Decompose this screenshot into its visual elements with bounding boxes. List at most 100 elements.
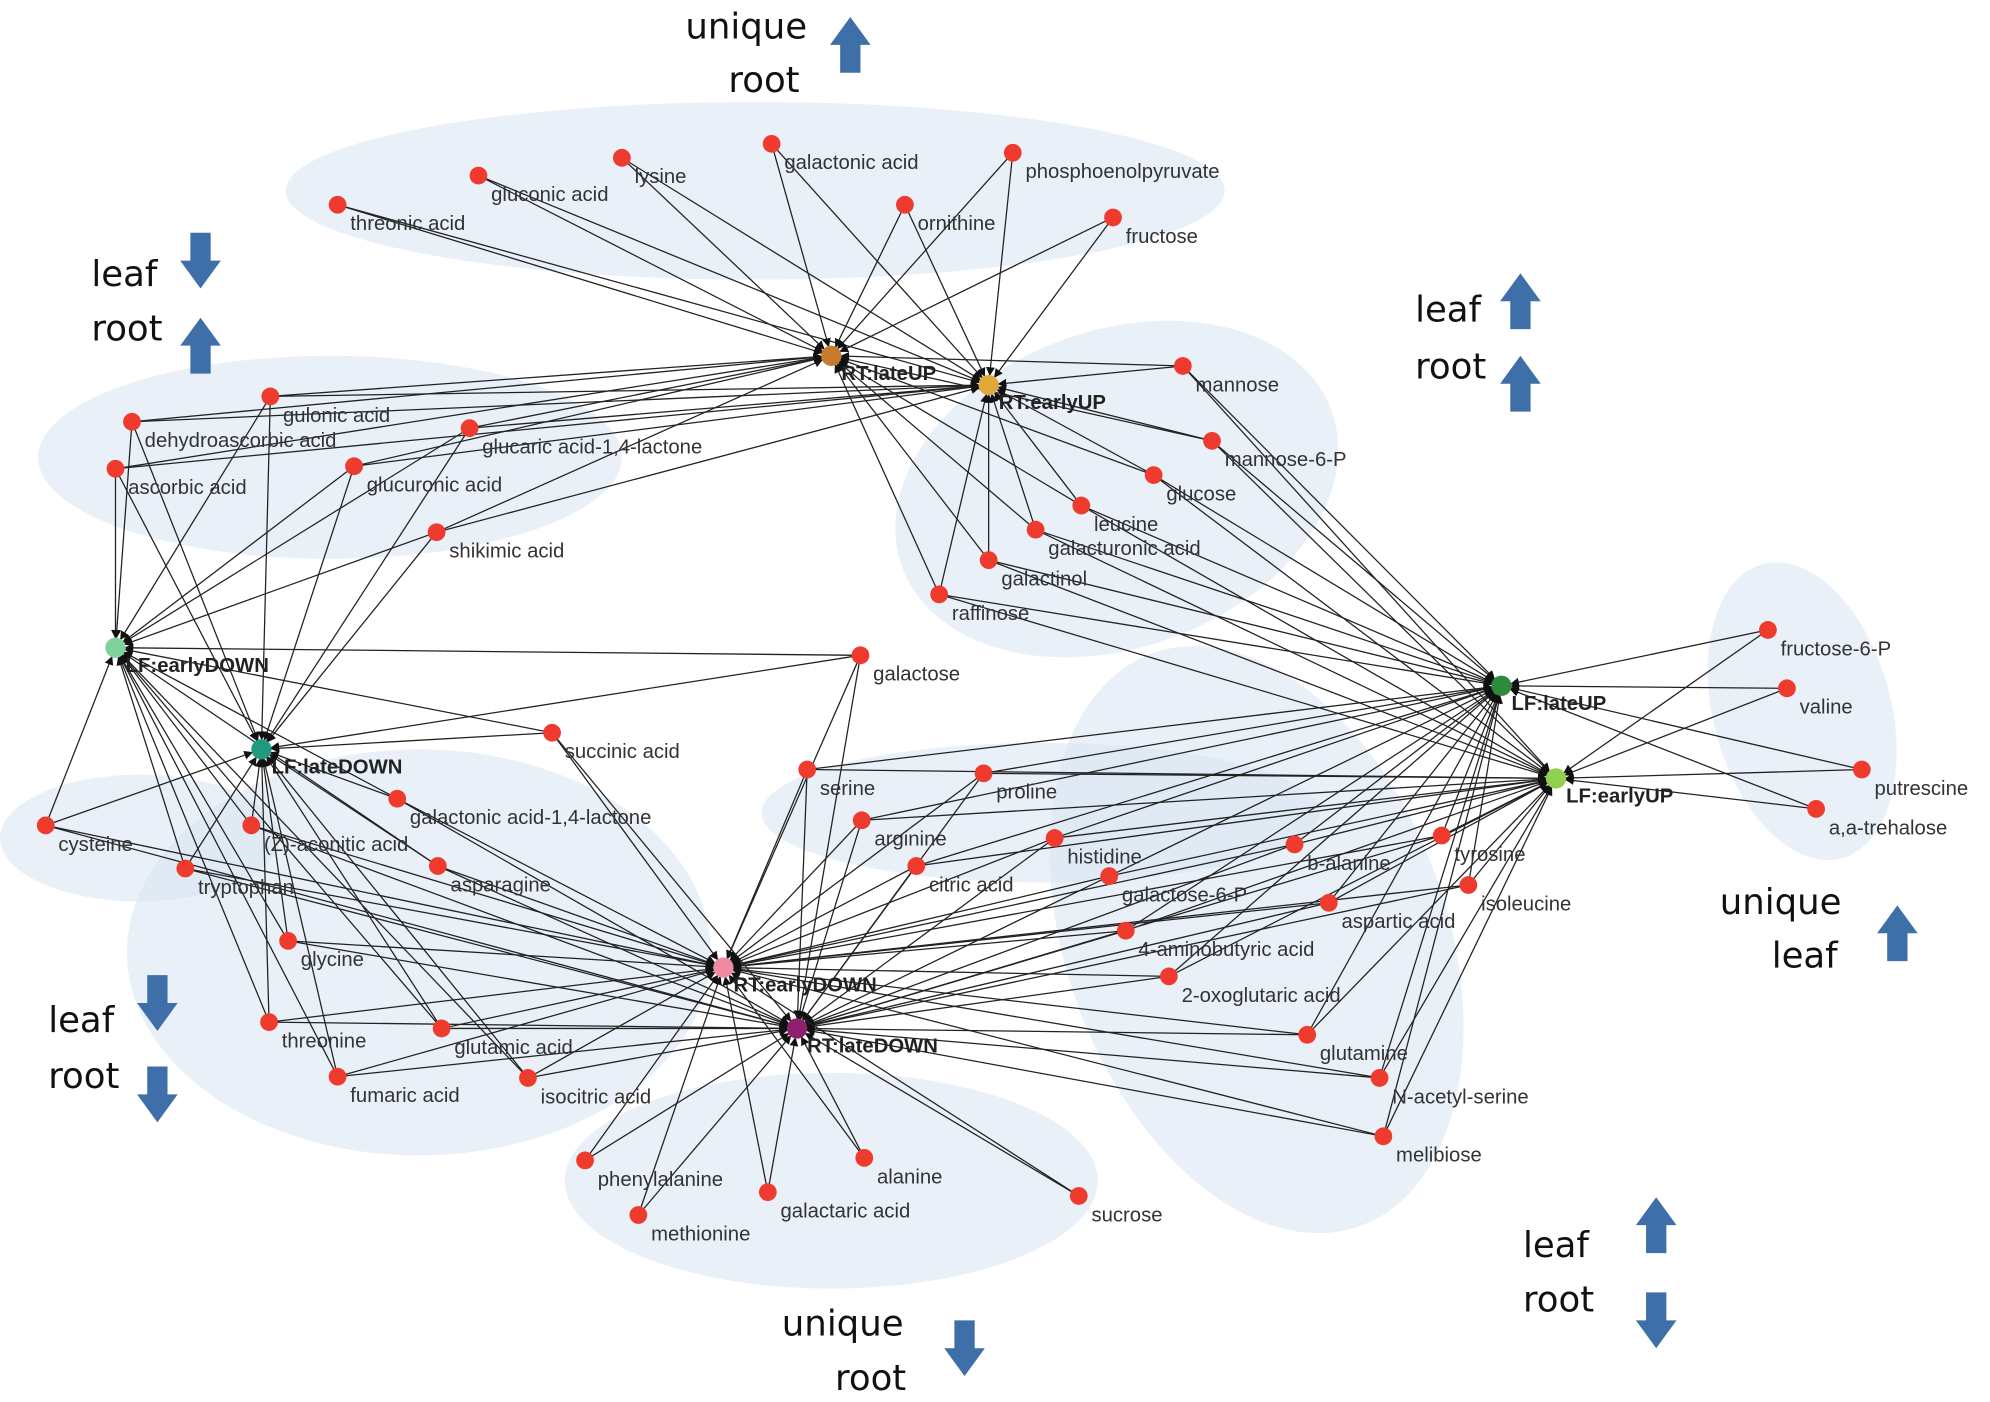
metabolite-node-glutamic-acid[interactable]: glutamic acid: [432, 1019, 573, 1059]
hub-node-rt-latedown[interactable]: RT:lateDOWN: [786, 1018, 938, 1058]
metabolite-node-b-alanine[interactable]: b-alanine: [1285, 835, 1391, 875]
metabolite-node-aspartic-acid[interactable]: aspartic acid: [1319, 893, 1456, 933]
metabolite-node-sucrose[interactable]: sucrose: [1069, 1187, 1163, 1226]
metabolite-node-2-oxoglutaric-acid[interactable]: 2-oxoglutaric acid: [1159, 967, 1341, 1007]
edge-glucaric-acid-1-4-lactone-to-lf-latedown: [265, 427, 471, 743]
metabolite-node-leucine[interactable]: leucine: [1072, 496, 1158, 536]
metabolite-node-galactinol[interactable]: galactinol: [979, 551, 1087, 591]
edge-asparagine-to-rt-earlydown: [437, 865, 716, 966]
metabolite-node-galactose[interactable]: galactose: [851, 646, 960, 686]
metabolite-node-4-aminobutyric-acid[interactable]: 4-aminobutyric acid: [1116, 921, 1315, 961]
metabolite-node-threonic-acid[interactable]: threonic acid: [328, 195, 466, 235]
metabolite-node-asparagine[interactable]: asparagine: [428, 857, 551, 896]
metabolite-node-galacturonic-acid[interactable]: galacturonic acid: [1026, 520, 1201, 560]
metabolite-label: gluconic acid: [491, 184, 608, 206]
cluster-backgrounds: [0, 101, 1897, 1289]
annotation-upper-left-line1: leaf: [91, 254, 158, 295]
metabolite-node-tyrosine[interactable]: tyrosine: [1432, 826, 1526, 866]
metabolite-node-citric-acid[interactable]: citric acid: [907, 857, 1014, 896]
metabolite-dot: [1319, 893, 1338, 912]
edge-serine-to-rt-earlydown: [726, 769, 808, 960]
hub-node-rt-lateup[interactable]: RT:lateUP: [821, 345, 936, 385]
metabolite-node-putrescine[interactable]: putrescine: [1852, 760, 1968, 800]
arrow-up-icon: [1635, 1197, 1677, 1254]
metabolite-node-mannose[interactable]: mannose: [1173, 357, 1279, 396]
metabolite-node-raffinose[interactable]: raffinose: [930, 585, 1029, 625]
metabolite-node-histidine[interactable]: histidine: [1045, 829, 1142, 868]
hub-node-rt-earlydown[interactable]: RT:earlyDOWN: [713, 957, 877, 997]
metabolite-node-methionine[interactable]: methionine: [629, 1206, 750, 1245]
metabolite-node-galactonic-acid[interactable]: galactonic acid: [762, 134, 919, 174]
edge-n-acetyl-serine-to-lf-lateup: [1378, 694, 1501, 1079]
hub-node-lf-earlydown[interactable]: LF:earlyDOWN: [105, 637, 269, 677]
metabolite-node-ascorbic-acid[interactable]: ascorbic acid: [106, 459, 247, 499]
metabolite-node-galactose-6-p[interactable]: galactose-6-P: [1100, 867, 1247, 907]
edge-serine-to-lf-lateup: [807, 683, 1493, 771]
edge-galacturonic-acid-to-lf-lateup: [1035, 529, 1494, 685]
edge-4-aminobutyric-acid-to-lf-lateup: [1125, 690, 1495, 932]
hub-node-lf-lateup[interactable]: LF:lateUP: [1491, 675, 1606, 715]
metabolite-node-fumaric-acid[interactable]: fumaric acid: [328, 1067, 460, 1107]
metabolite-node-galactonic-acid-1-4-lactone[interactable]: galactonic acid-1,4-lactone: [388, 789, 651, 829]
metabolite-label: galactinol: [1001, 569, 1087, 591]
metabolite-node-fructose[interactable]: fructose: [1104, 208, 1198, 248]
metabolite-dot: [896, 195, 914, 214]
hub-node-rt-earlyup[interactable]: RT:earlyUP: [978, 374, 1106, 414]
metabolite-node-tryptophan[interactable]: tryptophan: [176, 859, 294, 899]
edge-phosphoenolpyruvate-to-rt-earlyup: [986, 152, 1014, 377]
metabolite-node-fructose-6-p[interactable]: fructose-6-P: [1759, 621, 1891, 660]
metabolite-node-galactaric-acid[interactable]: galactaric acid: [758, 1183, 910, 1223]
metabolite-label: gulonic acid: [283, 405, 390, 427]
metabolite-node-dehydroascorbic-acid[interactable]: dehydroascorbic acid: [123, 412, 336, 452]
edge-4-aminobutyric-acid-to-rt-latedown: [805, 930, 1126, 1028]
edge-glutamine-to-lf-earlyup: [1306, 784, 1551, 1036]
metabolite-node-n-acetyl-serine[interactable]: N-acetyl-serine: [1370, 1069, 1529, 1108]
metabolite-node-glycine[interactable]: glycine: [279, 931, 364, 971]
edge-galactose-6-p-to-lf-lateup: [1108, 689, 1494, 877]
metabolite-node-phenylalanine[interactable]: phenylalanine: [576, 1151, 723, 1191]
metabolite-node-serine[interactable]: serine: [798, 760, 875, 800]
metabolite-node-z-aconitic-acid[interactable]: (Z)-aconitic acid: [242, 816, 408, 856]
edge-tyrosine-to-rt-earlydown: [732, 834, 1442, 969]
edge-glycine-to-lf-earlydown: [119, 655, 289, 942]
arrow-down-icon: [944, 1320, 985, 1377]
edge-arginine-to-lf-lateup: [861, 685, 1493, 821]
metabolite-node-cysteine[interactable]: cysteine: [36, 816, 133, 856]
edge-galactonic-acid-1-4-lactone-to-rt-earlydown: [396, 798, 716, 964]
metabolite-node-glutamine[interactable]: glutamine: [1298, 1025, 1408, 1065]
metabolite-node-glucuronic-acid[interactable]: glucuronic acid: [345, 457, 502, 497]
edge-galactose-to-lf-earlydown: [124, 643, 861, 656]
metabolite-node-phosphoenolpyruvate[interactable]: phosphoenolpyruvate: [1003, 143, 1220, 183]
edge-raffinose-to-rt-earlyup: [938, 393, 989, 595]
metabolite-node-a-a-trehalose[interactable]: a,a-trehalose: [1807, 799, 1947, 839]
metabolite-node-isoleucine[interactable]: isoleucine: [1459, 876, 1572, 915]
metabolite-node-melibiose[interactable]: melibiose: [1374, 1127, 1482, 1167]
metabolite-node-isocitric-acid[interactable]: isocitric acid: [519, 1069, 651, 1108]
metabolite-node-lysine[interactable]: lysine: [612, 148, 686, 188]
metabolite-node-arginine[interactable]: arginine: [852, 811, 947, 851]
hub-node-lf-earlyup[interactable]: LF:earlyUP: [1545, 768, 1673, 808]
edge-succinic-acid-to-rt-earlydown: [551, 732, 719, 961]
edge-raffinose-to-lf-lateup: [939, 593, 1493, 688]
hub-node-lf-latedown[interactable]: LF:lateDOWN: [251, 739, 402, 778]
metabolite-node-threonine[interactable]: threonine: [260, 1013, 366, 1052]
metabolite-node-glucaric-acid-1-4-lactone[interactable]: glucaric acid-1,4-lactone: [460, 419, 703, 459]
metabolite-label: tryptophan: [198, 877, 294, 899]
metabolite-dot: [1104, 208, 1122, 227]
edge-glutamic-acid-to-rt-earlydown: [441, 966, 715, 1030]
metabolite-node-mannose-6-p[interactable]: mannose-6-P: [1203, 431, 1347, 471]
cluster-leaf-up-root-down-top: [761, 742, 1320, 883]
metabolite-node-glucose[interactable]: glucose: [1144, 466, 1237, 505]
hub-dot: [251, 739, 272, 760]
metabolite-node-gulonic-acid[interactable]: gulonic acid: [261, 387, 390, 427]
metabolite-node-shikimic-acid[interactable]: shikimic acid: [427, 523, 565, 563]
arrow-down-icon: [180, 232, 221, 289]
metabolite-dot: [176, 859, 195, 878]
metabolite-node-valine[interactable]: valine: [1778, 679, 1853, 719]
metabolite-node-succinic-acid[interactable]: succinic acid: [543, 723, 680, 763]
metabolite-node-proline[interactable]: proline: [974, 764, 1058, 804]
metabolite-node-ornithine[interactable]: ornithine: [896, 195, 995, 235]
metabolite-node-alanine[interactable]: alanine: [855, 1149, 942, 1188]
metabolite-node-gluconic-acid[interactable]: gluconic acid: [469, 166, 609, 206]
metabolite-dot: [974, 764, 993, 783]
